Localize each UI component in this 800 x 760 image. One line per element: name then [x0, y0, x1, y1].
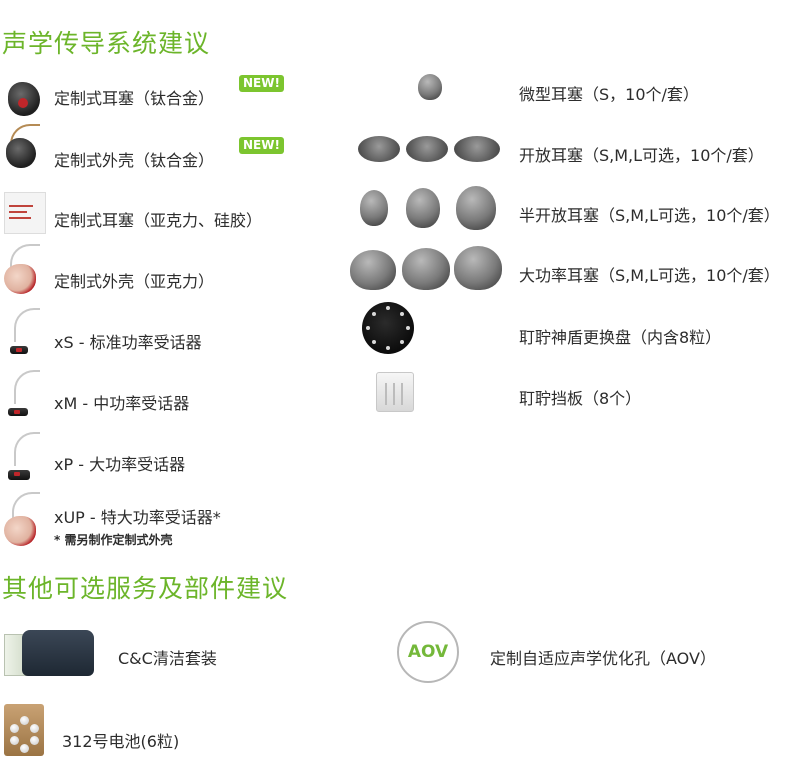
right-item-label: 微型耳塞（S，10个/套）: [519, 85, 699, 104]
right-item-label: 开放耳塞（S,M,L可选，10个/套）: [519, 146, 764, 165]
semi-open-dome-icon: [350, 184, 506, 234]
left-item-label: 定制式外壳（钛合金）: [54, 151, 215, 170]
left-item-label: xM - 中功率受话器: [54, 394, 190, 413]
right-item-label: 耵聍神盾更换盘（内含8粒）: [519, 328, 722, 347]
receiver-xp-icon: [2, 430, 50, 486]
cleaning-kit-icon: [2, 622, 96, 682]
other-item-label: 定制自适应声学优化孔（AOV）: [490, 649, 716, 668]
wax-guard-disc-icon: [360, 300, 416, 358]
wax-guard-icon: [372, 366, 418, 416]
battery-pack-icon: [2, 702, 46, 758]
left-item-label: xP - 大功率受话器: [54, 455, 186, 474]
titanium-shell-icon: [2, 122, 50, 174]
right-item-label: 耵聍挡板（8个）: [519, 389, 642, 408]
receiver-xup-icon: [0, 490, 50, 552]
power-dome-icon: [346, 244, 506, 296]
aov-logo-icon: AOV: [397, 621, 459, 683]
right-item-label: 大功率耳塞（S,M,L可选，10个/套）: [519, 266, 780, 285]
section-title-other: 其他可选服务及部件建议: [2, 574, 289, 603]
micro-dome-icon: [410, 70, 450, 106]
other-item-label: 312号电池(6粒): [62, 732, 180, 751]
open-dome-icon: [346, 130, 506, 170]
acrylic-earmould-icon: [0, 186, 50, 238]
titanium-earmould-icon: [2, 74, 50, 122]
new-badge: NEW!: [239, 75, 284, 92]
receiver-xm-icon: [2, 368, 50, 424]
left-item-label: xUP - 特大功率受话器*: [54, 508, 221, 527]
acrylic-shell-icon: [0, 242, 50, 298]
left-item-label: 定制式外壳（亚克力）: [54, 272, 215, 291]
left-item-label: 定制式耳塞（亚克力、硅胶）: [54, 211, 263, 230]
section-title-acoustics: 声学传导系统建议: [2, 29, 211, 58]
receiver-xs-icon: [2, 306, 50, 362]
left-item-label: xS - 标准功率受话器: [54, 333, 202, 352]
new-badge: NEW!: [239, 137, 284, 154]
left-item-note: * 需另制作定制式外壳: [54, 533, 173, 547]
left-item-label: 定制式耳塞（钛合金）: [54, 89, 215, 108]
other-item-label: C&C清洁套装: [118, 649, 217, 668]
right-item-label: 半开放耳塞（S,M,L可选，10个/套）: [519, 206, 780, 225]
